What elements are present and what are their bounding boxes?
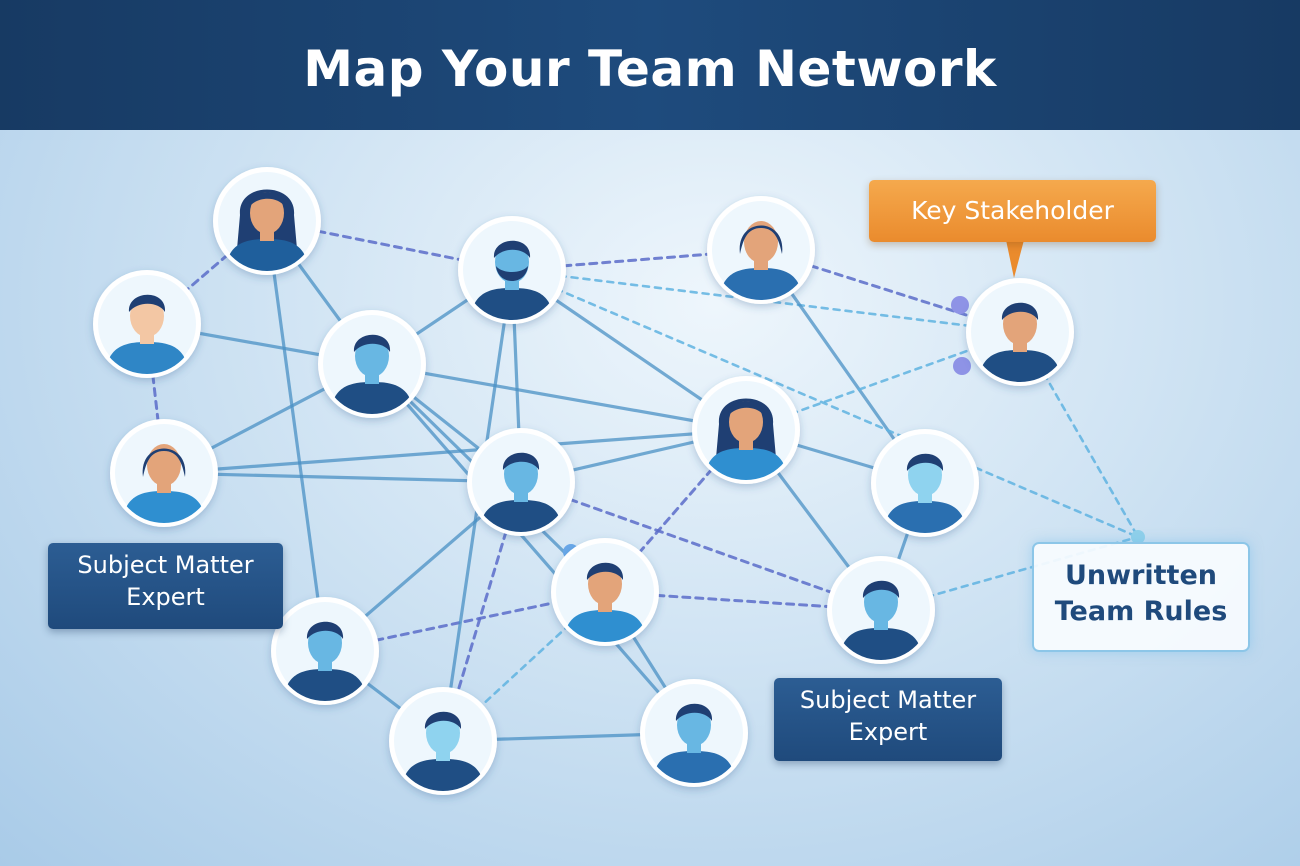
hair-top bbox=[586, 562, 624, 580]
person-icon bbox=[479, 452, 563, 532]
person-icon bbox=[839, 580, 923, 660]
person-avatar-p14 bbox=[389, 687, 497, 795]
person-avatar-p10 bbox=[871, 429, 979, 537]
people-nodes bbox=[93, 167, 1074, 795]
person-icon bbox=[283, 621, 367, 701]
subject-matter-expert-label-bottom: Subject Matter Expert bbox=[774, 678, 1002, 761]
face-shape bbox=[355, 335, 389, 377]
person-icon bbox=[401, 711, 485, 791]
sme-left-line1: Subject Matter bbox=[77, 551, 254, 579]
person-avatar-p4 bbox=[707, 196, 815, 304]
shirt-shape bbox=[652, 751, 736, 783]
face-shape bbox=[426, 712, 460, 754]
shirt-shape bbox=[704, 448, 788, 480]
hair-top bbox=[728, 401, 764, 416]
person-icon bbox=[225, 189, 309, 271]
rules-line2: Team Rules bbox=[1054, 596, 1228, 628]
hair-top bbox=[306, 621, 344, 639]
hair-top bbox=[353, 334, 391, 352]
person-icon bbox=[704, 398, 788, 480]
link-p7-p8 bbox=[162, 428, 748, 475]
link-p6-p15 bbox=[370, 362, 696, 735]
hair-top bbox=[502, 452, 540, 470]
link-dot bbox=[953, 357, 971, 375]
person-avatar-p15 bbox=[640, 679, 748, 787]
person-icon bbox=[563, 562, 647, 642]
link-p9-p12 bbox=[519, 480, 883, 612]
hair-top bbox=[1001, 302, 1039, 320]
link-p1-p13 bbox=[265, 219, 327, 653]
person-icon bbox=[719, 221, 803, 300]
person-avatar-p3 bbox=[458, 216, 566, 324]
face-shape bbox=[504, 453, 538, 495]
shirt-shape bbox=[283, 669, 367, 701]
person-icon bbox=[652, 703, 736, 783]
rules-line1: Unwritten bbox=[1064, 560, 1217, 591]
person-avatar-p8 bbox=[692, 376, 800, 484]
face-shape bbox=[588, 563, 622, 605]
person-avatar-p2 bbox=[93, 270, 201, 378]
hair-top bbox=[906, 453, 944, 471]
shirt-shape bbox=[470, 288, 554, 320]
key-stakeholder-pointer bbox=[1006, 240, 1024, 278]
person-avatar-p5 bbox=[966, 278, 1074, 386]
page-title: Map Your Team Network bbox=[303, 40, 997, 98]
person-avatar-p13 bbox=[271, 597, 379, 705]
shirt-shape bbox=[883, 501, 967, 533]
sme-bottom-line2: Expert bbox=[848, 718, 928, 747]
link-dot bbox=[951, 296, 969, 314]
sme-left-line2: Expert bbox=[126, 583, 205, 612]
hair-top bbox=[675, 703, 713, 721]
hair-top bbox=[862, 580, 900, 598]
face-shape bbox=[1003, 303, 1037, 345]
face-shape bbox=[147, 444, 181, 486]
shirt-shape bbox=[122, 491, 206, 523]
person-avatar-p11 bbox=[551, 538, 659, 646]
face-shape bbox=[864, 581, 898, 623]
shirt-shape bbox=[479, 500, 563, 532]
link-dot bbox=[1131, 530, 1145, 544]
hair-top bbox=[493, 240, 531, 258]
hair-top bbox=[424, 711, 462, 729]
person-avatar-p7 bbox=[110, 419, 218, 527]
link-p6-p8 bbox=[370, 362, 748, 432]
beard-shape bbox=[496, 266, 528, 281]
person-avatar-p6 bbox=[318, 310, 426, 418]
header-banner bbox=[0, 0, 1300, 130]
shirt-shape bbox=[563, 610, 647, 642]
shirt-shape bbox=[401, 759, 485, 791]
shirt-shape bbox=[839, 628, 923, 660]
person-icon bbox=[883, 453, 967, 533]
sme-bottom-line1: Subject Matter bbox=[799, 686, 977, 714]
person-icon bbox=[105, 294, 189, 374]
shirt-shape bbox=[330, 382, 414, 414]
shirt-shape bbox=[978, 350, 1062, 382]
shirt-shape bbox=[105, 342, 189, 374]
link-p7-p9 bbox=[162, 471, 523, 484]
person-avatar-p12 bbox=[827, 556, 935, 664]
face-shape bbox=[744, 221, 778, 263]
person-avatar-p9 bbox=[467, 428, 575, 536]
person-icon bbox=[470, 240, 554, 320]
person-avatar-p1 bbox=[213, 167, 321, 275]
person-icon bbox=[122, 444, 206, 523]
face-shape bbox=[729, 401, 763, 443]
hair-top bbox=[128, 294, 166, 312]
person-icon bbox=[330, 334, 414, 414]
face-shape bbox=[250, 192, 284, 234]
link-p3-rules bbox=[510, 268, 1140, 539]
person-icon bbox=[978, 302, 1062, 382]
hair-top bbox=[249, 192, 285, 207]
shirt-shape bbox=[719, 268, 803, 300]
face-shape bbox=[130, 295, 164, 337]
subject-matter-expert-label-left: Subject Matter Expert bbox=[48, 543, 283, 629]
face-shape bbox=[677, 704, 711, 746]
unwritten-team-rules-label: Unwritten Team Rules bbox=[1032, 542, 1250, 652]
face-shape bbox=[308, 622, 342, 664]
key-stakeholder-label: Key Stakeholder bbox=[869, 180, 1156, 242]
shirt-shape bbox=[225, 239, 309, 271]
face-shape bbox=[908, 454, 942, 496]
link-p8-p11 bbox=[603, 428, 748, 594]
